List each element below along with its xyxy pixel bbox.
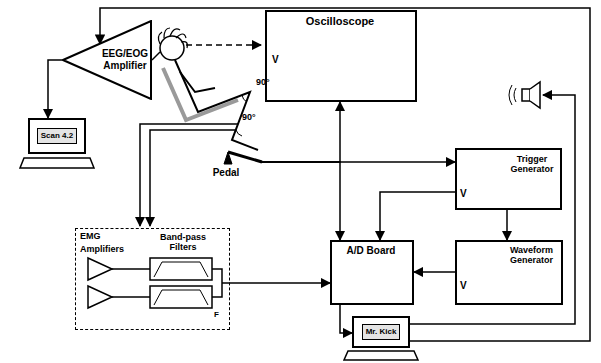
connector [414, 271, 455, 273]
connector [100, 8, 590, 341]
wire [212, 269, 222, 297]
screen-text: Scan 4.2 [37, 128, 77, 143]
amplifier-triangle: EEG/EOG Amplifier [62, 20, 156, 100]
ad-board-box: A/D Board [330, 240, 414, 305]
node-title: Oscilloscope [267, 15, 413, 28]
connector [506, 210, 508, 240]
speaker-symbol [530, 82, 540, 108]
axis-label: V [272, 54, 279, 66]
oscilloscope-box: OscilloscopeV [265, 10, 417, 102]
band-pass-curve [154, 290, 208, 305]
pedal: Pedal [196, 150, 260, 182]
connector [260, 162, 340, 240]
dashed-arrow [186, 44, 261, 46]
filter-box [150, 286, 212, 308]
keyboard [344, 351, 418, 360]
band-pass-curve [154, 262, 208, 277]
pedal-hinge [224, 152, 232, 164]
connector [380, 192, 455, 240]
keyboard [20, 158, 94, 168]
group-title: EMG [80, 231, 101, 241]
body [175, 60, 258, 150]
angle-arc [242, 95, 247, 102]
electrodes [158, 28, 187, 48]
computer-screen: Scan 4.2 [28, 118, 86, 154]
node-title: Waveform Generator [504, 245, 559, 266]
connector [48, 60, 62, 118]
axis-label: V [460, 188, 467, 200]
electrode-wire [152, 52, 160, 60]
node-title: Trigger Generator [506, 154, 558, 175]
screen-text: Mr. Kick [362, 324, 401, 339]
group-box: EMG [75, 228, 230, 330]
head [160, 36, 184, 60]
computer-screen: Mr. Kick [352, 316, 410, 348]
node-title: Pedal [196, 167, 256, 179]
amplifier-symbol [88, 258, 112, 280]
angle-arc [236, 130, 242, 136]
filter-box [150, 258, 212, 280]
node-title: EEG/EOG Amplifier [98, 48, 152, 71]
amplifier-outline [63, 21, 151, 99]
connector [340, 305, 352, 333]
connector [260, 102, 340, 162]
arm [180, 72, 215, 92]
wire [112, 296, 150, 298]
pedal-plate [228, 152, 262, 162]
node-title: A/D Board [332, 245, 410, 257]
wire [222, 282, 230, 284]
generator-box: Waveform GeneratorV [455, 240, 563, 305]
generator-box: Trigger GeneratorV [455, 148, 562, 210]
part-label: Amplifiers [80, 244, 124, 254]
angle-label: 90° [242, 112, 256, 122]
wire [112, 268, 150, 270]
chair [163, 68, 238, 120]
axis-label: V [460, 280, 467, 292]
connector [230, 282, 330, 284]
part-label: Band-pass Filters [148, 232, 218, 253]
speaker-wire [410, 95, 575, 324]
amplifier-symbol [88, 286, 112, 308]
speaker-symbol [522, 89, 530, 101]
angle-label: 90° [256, 77, 270, 87]
axis-label: F [214, 310, 219, 319]
sound-waves [509, 85, 516, 105]
